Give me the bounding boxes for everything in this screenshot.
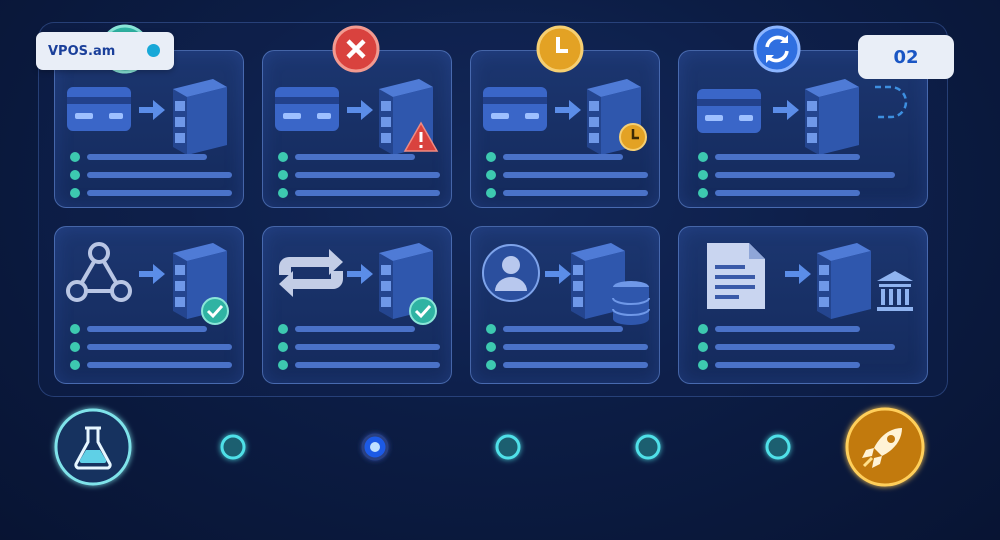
refresh-icon — [753, 25, 801, 73]
server-icon — [173, 79, 227, 155]
scenario-card-pending — [470, 50, 660, 208]
clock-icon — [619, 123, 647, 151]
card-illustration — [483, 79, 648, 198]
card-icon — [697, 89, 761, 133]
list-lines — [278, 152, 440, 198]
card-illustration — [275, 79, 440, 198]
scenario-card-error — [262, 50, 452, 208]
page-number-badge: 02 — [858, 35, 954, 79]
card-illustration — [698, 243, 913, 370]
brand-badge: VPOS.am — [36, 32, 174, 70]
arrow-icon — [139, 264, 165, 284]
warning-icon — [403, 121, 439, 152]
list-lines — [486, 152, 648, 198]
list-lines — [70, 152, 232, 198]
timeline-step — [495, 434, 521, 460]
pending-clock-icon — [536, 25, 584, 73]
timeline-step-active — [361, 433, 389, 461]
arrow-icon — [773, 100, 799, 120]
card-icon — [275, 87, 339, 131]
database-icon — [612, 281, 650, 325]
check-icon — [409, 297, 437, 325]
scenario-card-network — [54, 226, 244, 384]
arrow-icon — [555, 100, 581, 120]
scenario-card-invoice — [678, 226, 928, 384]
timeline-step — [765, 434, 791, 460]
arrow-icon — [347, 100, 373, 120]
rocket-icon — [845, 407, 925, 487]
scenario-card-recurring — [262, 226, 452, 384]
card-illustration — [697, 79, 908, 198]
server-icon — [817, 243, 871, 319]
repeat-arrows-icon — [279, 249, 343, 297]
list-lines — [486, 324, 648, 370]
error-x-icon — [332, 25, 380, 73]
card-icon — [67, 87, 131, 131]
card-illustration — [67, 79, 232, 198]
card-illustration — [278, 243, 440, 370]
server-icon — [805, 79, 859, 155]
scenario-card-success — [54, 50, 244, 208]
flask-icon — [54, 408, 132, 486]
card-icon — [483, 87, 547, 131]
brand-name: VPOS.am — [48, 43, 116, 59]
bank-icon — [877, 271, 913, 311]
deployment-timeline — [54, 407, 925, 487]
timeline-step — [635, 434, 661, 460]
arrow-icon — [785, 264, 811, 284]
timeline-step — [220, 434, 246, 460]
list-lines — [698, 152, 895, 198]
check-icon — [201, 297, 229, 325]
brand-dot-icon — [147, 44, 160, 57]
card-illustration — [482, 243, 650, 370]
list-lines — [70, 324, 232, 370]
scenario-card-customer — [470, 226, 660, 384]
arrow-icon — [139, 100, 165, 120]
user-icon — [482, 244, 540, 302]
dashed-loop-icon — [875, 85, 908, 119]
list-lines — [698, 324, 895, 370]
list-lines — [278, 324, 440, 370]
network-nodes-icon — [66, 242, 132, 302]
document-icon — [707, 243, 765, 309]
card-illustration — [66, 242, 232, 370]
arrow-icon — [347, 264, 373, 284]
arrow-icon — [545, 264, 571, 284]
